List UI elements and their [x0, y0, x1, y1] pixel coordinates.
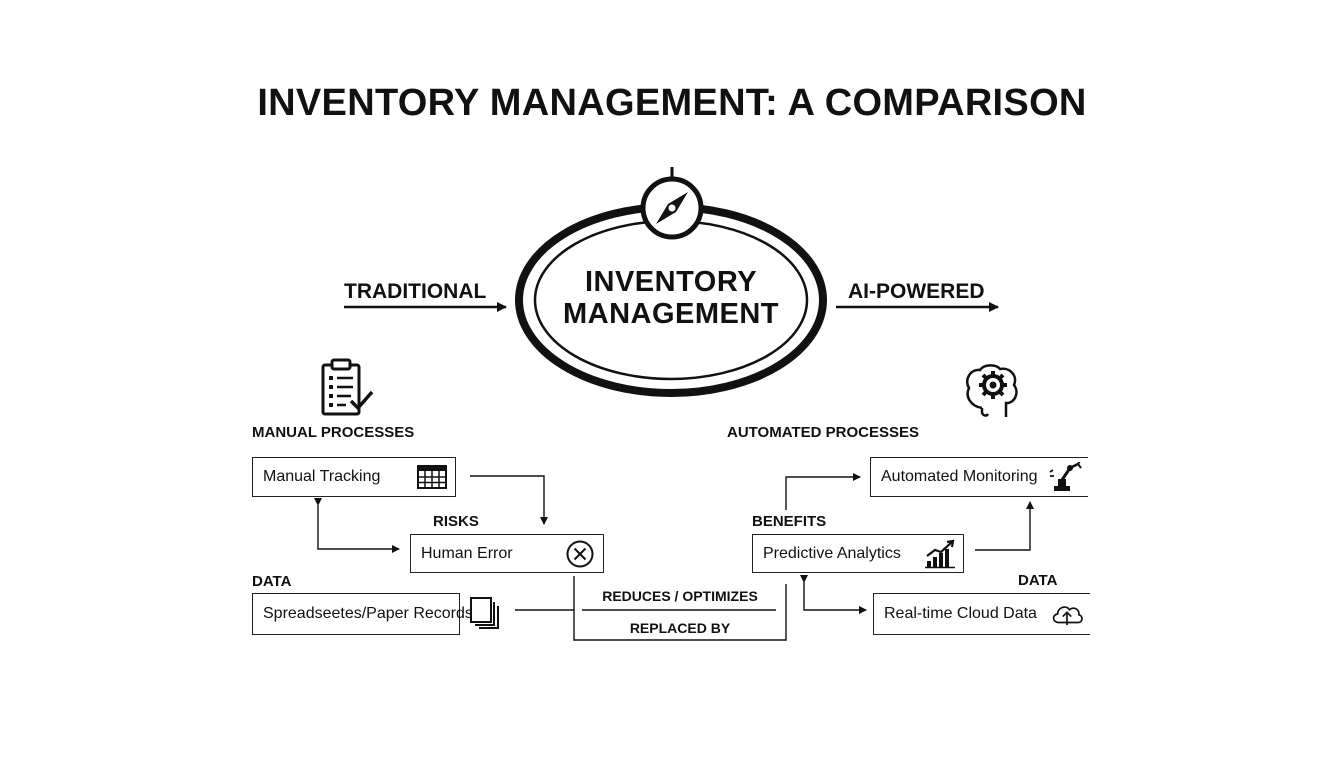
paper-records-box: Spreadseetes/Paper Records: [252, 593, 473, 635]
clipboard-checklist-icon: [321, 358, 374, 416]
ai-powered-label: AI-POWERED: [848, 280, 985, 303]
paper-stack-icon: [470, 597, 499, 629]
benefits-label: BENEFITS: [752, 513, 827, 530]
predictive-analytics-label: Predictive Analytics: [763, 544, 901, 562]
table-grid-icon: [415, 462, 449, 492]
compass-icon: [640, 167, 704, 240]
analytics-to-monitoring-connector: [975, 501, 1034, 551]
automated-processes-header: AUTOMATED PROCESSES: [727, 424, 919, 441]
manual-tracking-label: Manual Tracking: [263, 468, 381, 485]
manual-processes-header: MANUAL PROCESSES: [252, 424, 415, 441]
human-error-label: Human Error: [421, 544, 513, 562]
traditional-label: TRADITIONAL: [344, 280, 487, 303]
human-error-box: Human Error: [410, 534, 604, 573]
risks-label: RISKS: [433, 513, 479, 530]
replaced-by-label: REPLACED BY: [629, 620, 731, 636]
center-label: INVENTORY MANAGEMENT: [531, 266, 811, 330]
cloud-upload-icon: [1050, 599, 1084, 629]
reduces-optimizes-label: REDUCES / OPTIMIZES: [602, 588, 758, 604]
manual-tracking-box: Manual Tracking: [252, 457, 456, 497]
page-title: INVENTORY MANAGEMENT: A COMPARISON: [257, 82, 1087, 124]
cloud-data-box: Real-time Cloud Data: [873, 593, 1090, 635]
cloud-data-label: Real-time Cloud Data: [884, 605, 1037, 622]
automated-monitoring-label: Automated Monitoring: [881, 468, 1038, 485]
paper-records-label: Spreadseetes/Paper Records: [263, 605, 473, 622]
growth-chart-icon: [923, 539, 957, 569]
center-label-line2: MANAGEMENT: [562, 298, 780, 330]
left-data-label: DATA: [252, 573, 292, 590]
robot-arm-icon: [1048, 462, 1082, 492]
predictive-analytics-box: Predictive Analytics: [752, 534, 964, 573]
error-x-icon: [563, 539, 597, 569]
center-label-line1: INVENTORY: [584, 266, 758, 298]
bridge-bracket: [573, 576, 787, 641]
error-to-tracking-connector: [314, 498, 400, 553]
bridge-to-cloud-connector: [800, 575, 867, 614]
benefits-to-monitoring-connector: [785, 473, 861, 510]
brain-gear-icon: [965, 364, 1018, 417]
tracking-to-error-connector: [470, 475, 548, 525]
automated-monitoring-box: Automated Monitoring: [870, 457, 1088, 497]
right-data-label: DATA: [1018, 572, 1058, 589]
